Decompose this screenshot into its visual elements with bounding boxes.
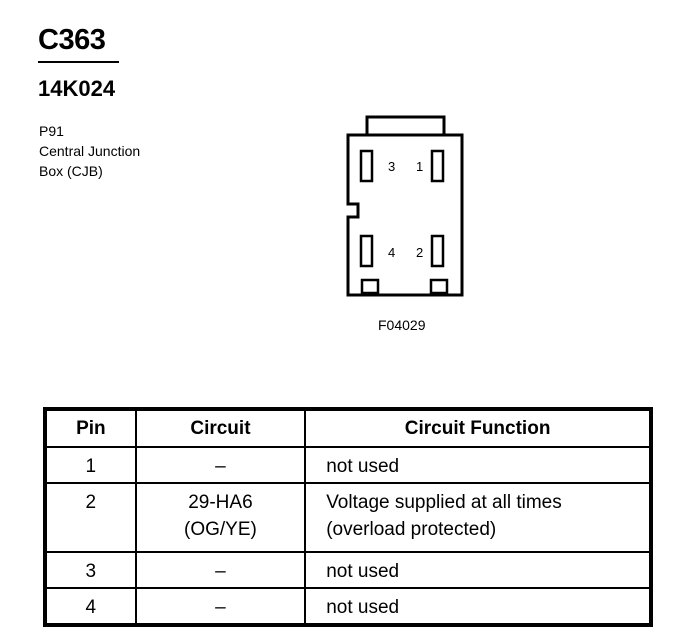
location-line-3: Box (CJB) <box>39 163 103 179</box>
figure-id: F04029 <box>378 317 426 333</box>
cell-pin: 2 <box>45 482 137 553</box>
connector-body-outline <box>346 133 464 297</box>
table-row: 3 – not used <box>45 551 651 589</box>
pin-label-3: 3 <box>388 159 395 174</box>
cell-pin: 1 <box>45 446 137 484</box>
cell-circuit: – <box>134 446 307 484</box>
pin-label-2: 2 <box>416 245 423 260</box>
cell-circuit: 29-HA6 (OG/YE) <box>134 482 307 553</box>
header-pin: Pin <box>45 409 137 448</box>
cell-function: not used <box>304 446 651 484</box>
cell-circuit: – <box>134 551 307 589</box>
location-line-1: P91 <box>39 123 64 139</box>
bottom-lug-right <box>429 278 449 295</box>
table-header-row: Pin Circuit Circuit Function <box>45 409 651 448</box>
header-circuit: Circuit <box>134 409 307 448</box>
pin-circuit-table: Pin Circuit Circuit Function 1 – not use… <box>43 407 653 627</box>
cell-circuit-line-2: (OG/YE) <box>184 519 257 540</box>
terminal-1 <box>430 149 445 183</box>
cell-pin: 4 <box>45 587 137 625</box>
cell-function-line-1: Voltage supplied at all times <box>326 492 562 513</box>
cell-function: Voltage supplied at all times (overload … <box>304 482 651 553</box>
location-description: P91 Central Junction Box (CJB) <box>39 121 140 181</box>
header-circuit-function: Circuit Function <box>304 409 651 448</box>
cell-function: not used <box>304 551 651 589</box>
cell-pin: 3 <box>45 551 137 589</box>
table-row: 4 – not used <box>45 587 651 625</box>
pin-label-4: 4 <box>388 245 395 260</box>
terminal-4 <box>359 234 374 268</box>
bottom-lug-left <box>360 278 380 295</box>
part-number: 14K024 <box>38 76 116 101</box>
title-underline <box>38 61 119 63</box>
terminal-3 <box>359 149 374 183</box>
connector-face-diagram: 3 1 4 2 <box>346 115 464 297</box>
pin-label-1: 1 <box>416 159 423 174</box>
cell-function-line-2: (overload protected) <box>326 519 497 540</box>
cell-function: not used <box>304 587 651 625</box>
connector-code-title: C363 <box>38 24 106 56</box>
terminal-2 <box>430 234 445 268</box>
table-row: 1 – not used <box>45 446 651 484</box>
cell-circuit-line-1: 29-HA6 <box>188 492 253 513</box>
location-line-2: Central Junction <box>39 143 141 159</box>
table-row: 2 29-HA6 (OG/YE) Voltage supplied at all… <box>45 482 651 553</box>
connector-latch-tab <box>365 115 446 137</box>
cell-circuit: – <box>134 587 307 625</box>
